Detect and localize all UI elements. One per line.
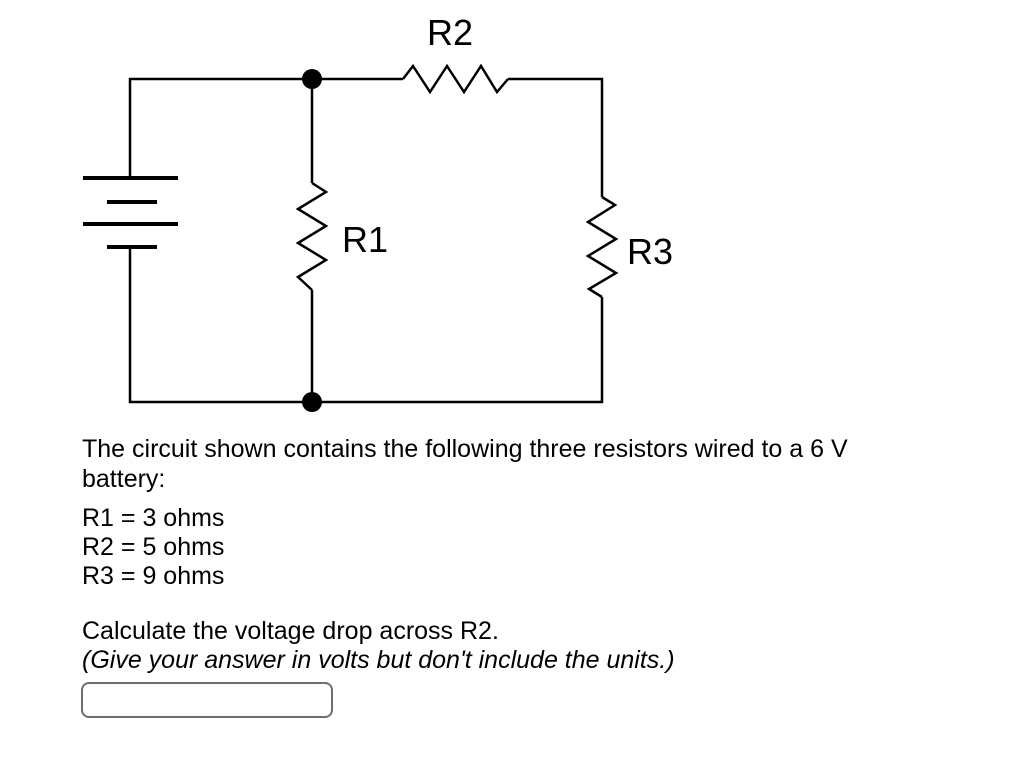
resistor-value-list: R1 = 3 ohms R2 = 5 ohms R3 = 9 ohms [82, 504, 224, 591]
problem-intro: The circuit shown contains the following… [82, 434, 848, 494]
resistor-r3-label: R3 [627, 231, 674, 272]
battery-icon [83, 176, 178, 249]
resistor-r1-label: R1 [342, 219, 389, 260]
resistor-value-item: R3 = 9 ohms [82, 562, 225, 590]
junction-dot-top [302, 69, 322, 89]
answer-input[interactable] [81, 682, 333, 718]
intro-line: The circuit shown contains the following… [82, 435, 848, 463]
instruction-text: (Give your answer in volts but don't inc… [82, 646, 675, 674]
resistor-value-item: R1 = 3 ohms [82, 504, 225, 532]
question-section: Calculate the voltage drop across R2. (G… [82, 617, 675, 675]
resistor-r2-label: R2 [427, 12, 474, 53]
resistor-value-item: R2 = 5 ohms [82, 533, 225, 561]
resistor-r1-icon [295, 181, 329, 291]
junction-dot-bottom [302, 392, 322, 412]
circuit-wires [128, 77, 604, 404]
intro-line: battery: [82, 465, 166, 493]
resistor-r3-icon [585, 195, 619, 299]
question-text: Calculate the voltage drop across R2. [82, 617, 499, 645]
resistor-r2-icon [402, 63, 509, 95]
